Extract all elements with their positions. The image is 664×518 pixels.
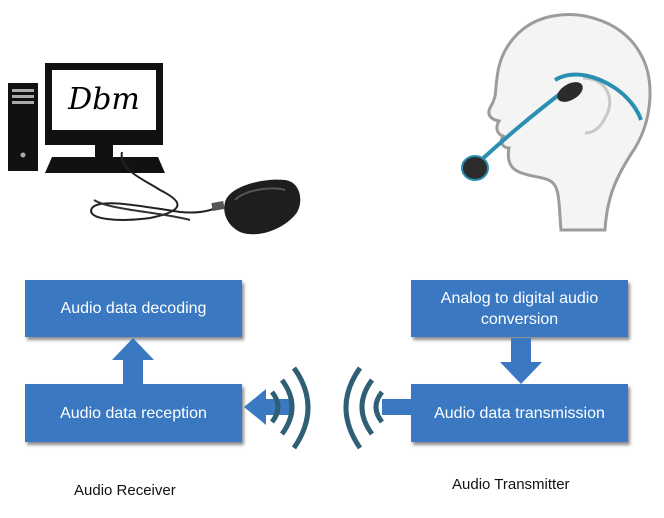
desktop-computer-icon: Dbm: [8, 63, 165, 173]
audio-transmitter-caption: Audio Transmitter: [452, 476, 570, 493]
audio-data-decoding-box: Audio data decoding: [25, 280, 242, 337]
audio-data-transmission-box: Audio data transmission: [411, 384, 628, 442]
usb-receiver-icon: [90, 151, 301, 235]
analog-to-digital-conversion-box: Analog to digital audio conversion: [411, 280, 628, 337]
audio-data-reception-box: Audio data reception: [25, 384, 242, 442]
arrow-down-conversion-to-transmission: [500, 338, 542, 384]
head-with-headset-icon: [461, 13, 652, 232]
audio-receiver-caption: Audio Receiver: [74, 482, 176, 499]
monitor-screen-text: Dbm: [67, 82, 140, 117]
wireless-signal-icon: [244, 366, 412, 450]
arrow-up-reception-to-decoding: [112, 338, 154, 384]
